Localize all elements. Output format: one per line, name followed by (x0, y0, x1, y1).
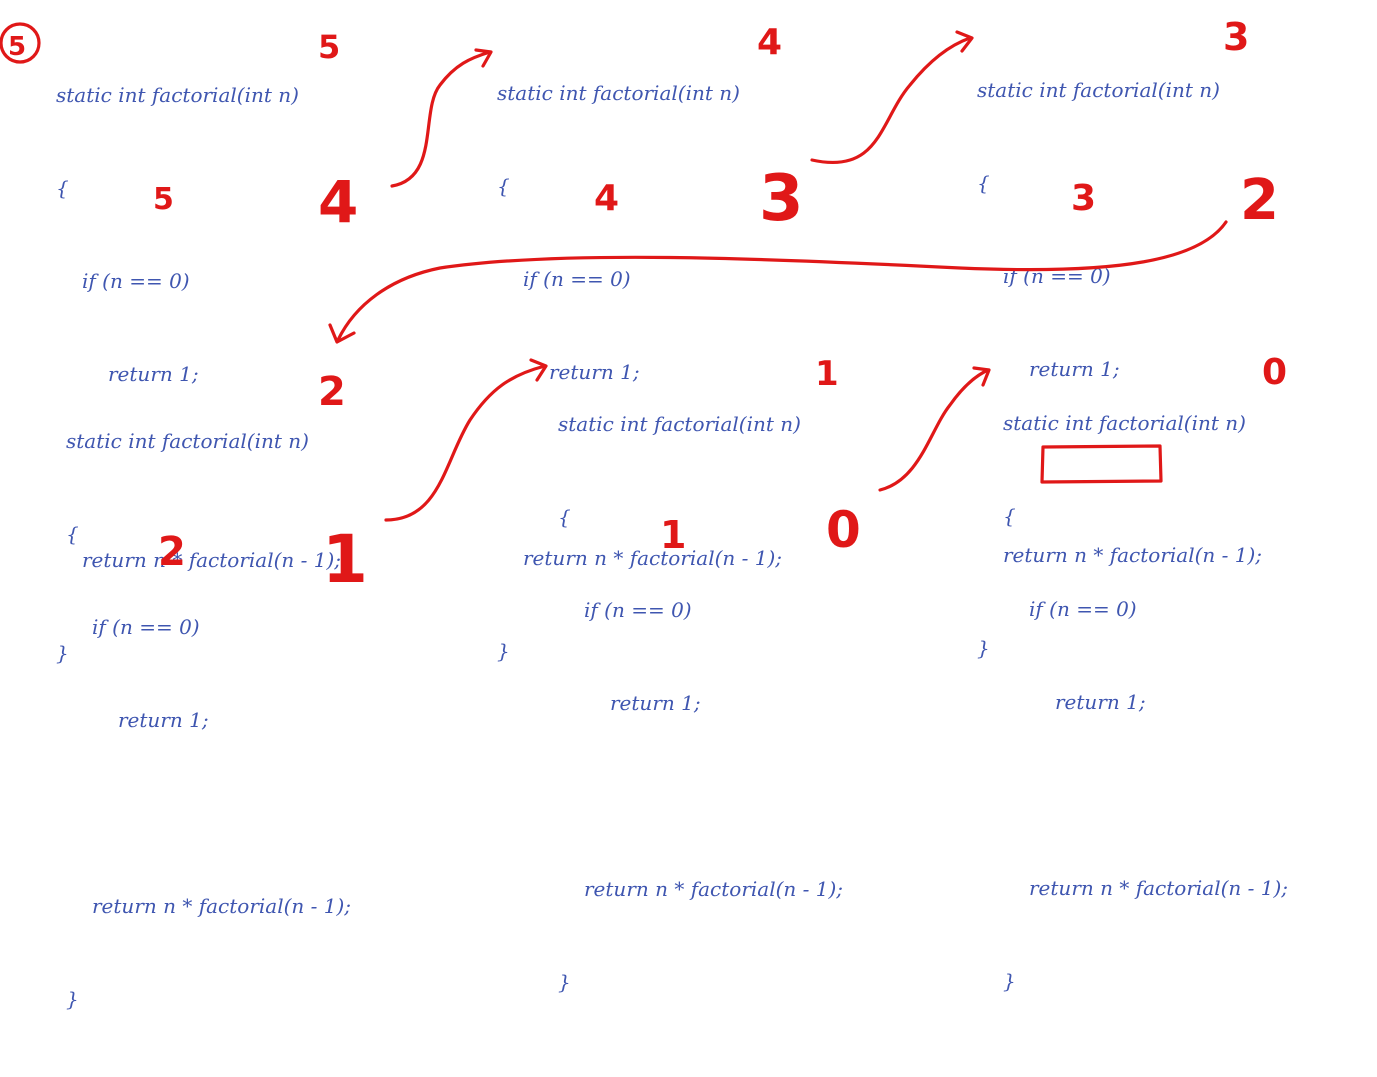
base-case-condition: if (n == 0) (584, 598, 692, 622)
base-case-return: return 1; (549, 360, 640, 384)
arrow-call-2 (390, 50, 492, 188)
blank-line (558, 781, 843, 812)
function-signature: static int factorial(int n) (56, 83, 299, 107)
open-brace: { (497, 174, 510, 198)
base-case-return: return 1; (610, 691, 701, 715)
open-brace: { (558, 505, 571, 529)
base-case-return: return 1; (118, 708, 209, 732)
function-signature: static int factorial(int n) (497, 81, 740, 105)
base-case-return: return 1; (1055, 690, 1146, 714)
base-case-condition: if (n == 0) (1003, 264, 1111, 288)
recursive-return: return n * factorial(n - 1); (82, 548, 342, 572)
recursive-return: return n * factorial(n - 1); (1029, 876, 1289, 900)
close-brace: } (558, 970, 571, 994)
code-block-call-4: static int factorial(int n) { if (n == 0… (66, 364, 351, 1077)
open-brace: { (66, 522, 79, 546)
function-signature: static int factorial(int n) (558, 412, 801, 436)
recursive-return: return n * factorial(n - 1); (92, 894, 352, 918)
blank-line (66, 798, 351, 829)
code-block-call-5: static int factorial(int n) { if (n == 0… (558, 347, 843, 1060)
function-signature: static int factorial(int n) (1003, 411, 1246, 435)
open-brace: { (977, 171, 990, 195)
arrow-call-6 (878, 368, 990, 492)
base-case-condition: if (n == 0) (92, 615, 200, 639)
base-case-return: return 1; (1029, 357, 1120, 381)
recursive-return: return n * factorial(n - 1); (523, 546, 783, 570)
arrow-call-4-head (955, 30, 974, 53)
blank-line (1003, 780, 1288, 811)
recursion-diagram: static int factorial(int n) { if (n == 0… (0, 15, 1288, 1011)
input-circle (0, 22, 41, 64)
code-block-call-6: static int factorial(int n) { if (n == 0… (1003, 346, 1288, 1059)
circled-input-label: 5 (8, 32, 26, 62)
base-case-condition: if (n == 0) (523, 267, 631, 291)
close-brace: } (1003, 969, 1016, 993)
recursive-return: return n * factorial(n - 1); (1003, 543, 1263, 567)
arrow-call-2-head (474, 48, 493, 68)
base-case-condition: if (n == 0) (82, 269, 190, 293)
base-case-return: return 1; (108, 362, 199, 386)
open-brace: { (56, 176, 69, 200)
function-signature: static int factorial(int n) (977, 78, 1220, 102)
close-brace: } (66, 987, 79, 1011)
open-brace: { (1003, 504, 1016, 528)
arrow-call-3 (810, 36, 972, 165)
function-signature: static int factorial(int n) (66, 429, 309, 453)
recursive-return: return n * factorial(n - 1); (584, 877, 844, 901)
base-case-condition: if (n == 0) (1029, 597, 1137, 621)
